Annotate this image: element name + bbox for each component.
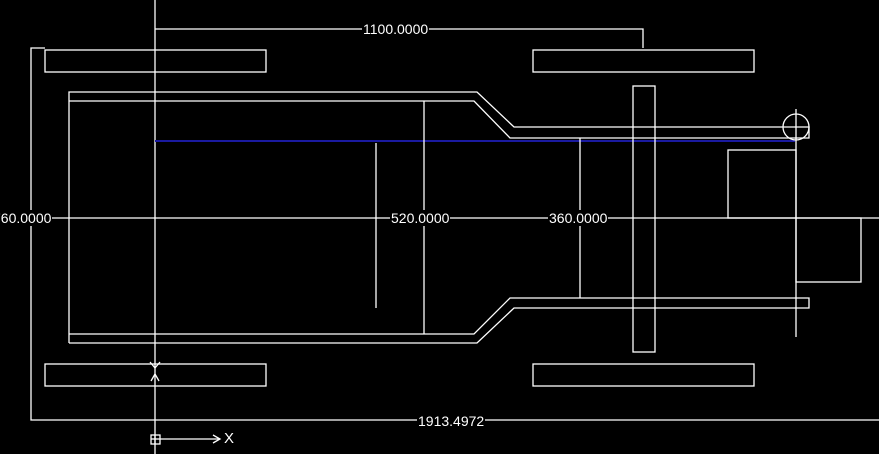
top-dimension-line[interactable] [155, 28, 644, 48]
wheel-front-right[interactable] [44, 363, 267, 387]
wheel-rear-left[interactable] [532, 49, 755, 73]
rear-box-lower[interactable] [795, 217, 862, 283]
wheel-rear-right[interactable] [532, 363, 755, 387]
dimension-top-length[interactable]: 1100.0000 [362, 21, 430, 37]
wheel-front-left[interactable] [44, 49, 267, 73]
y-axis-marker-icon [149, 361, 161, 382]
rear-box-upper[interactable] [727, 149, 797, 219]
dimension-inner-width-rear[interactable]: 360.0000 [548, 210, 609, 226]
frame-bottom-outer[interactable] [69, 297, 810, 344]
ucs-icon [150, 434, 222, 445]
dimension-overall-length[interactable]: 1913.4972 [417, 413, 486, 429]
dimension-inner-width-front[interactable]: 520.0000 [390, 210, 451, 226]
rear-axle[interactable] [632, 85, 656, 353]
dimension-overall-width[interactable]: 760.0000 [0, 210, 53, 226]
ucs-x-label: X [224, 430, 235, 447]
